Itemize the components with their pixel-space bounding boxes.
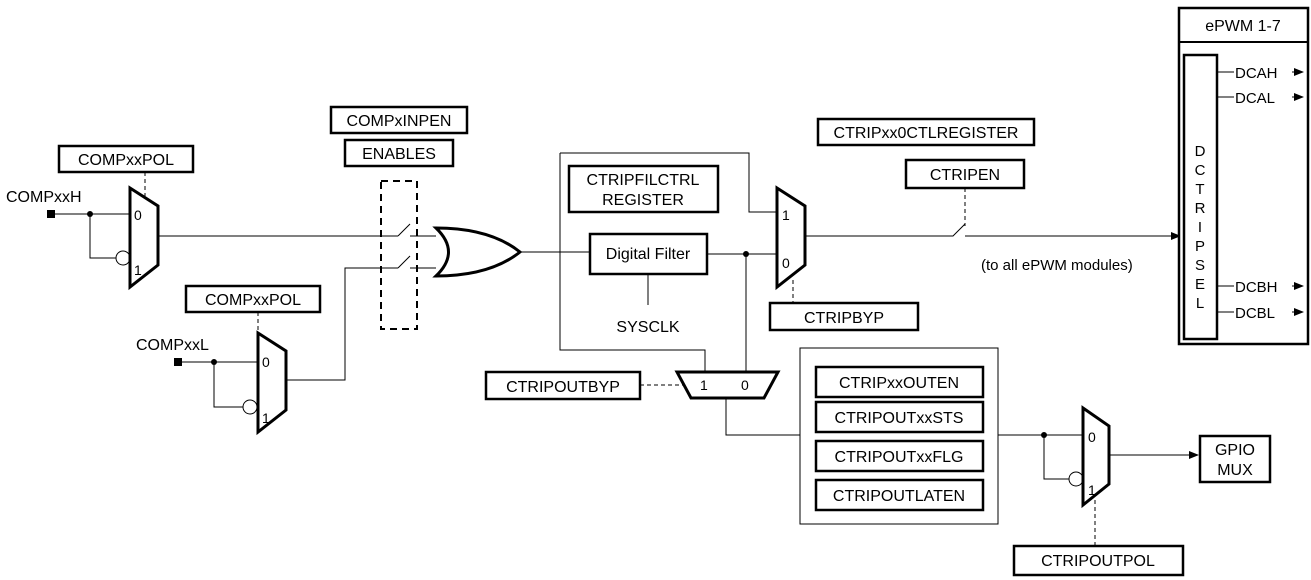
ctripoutxxflg-label: CTRIPOUTxxFLG bbox=[835, 449, 964, 466]
ctripfilctrl-label-line2: REGISTER bbox=[602, 192, 684, 209]
compxxh-input-pin bbox=[47, 210, 55, 218]
dctripsel-letter: I bbox=[1198, 219, 1202, 236]
ctripen-label: CTRIPEN bbox=[930, 167, 1000, 184]
ctripbyp-mux-label-0: 0 bbox=[782, 255, 790, 271]
dctripsel-letter: D bbox=[1195, 143, 1206, 160]
ctripxx0ctlregister-register bbox=[816, 117, 1036, 147]
signal-dcah: DCAH bbox=[1235, 65, 1278, 82]
gpio-mux-label-line2: MUX bbox=[1217, 462, 1253, 479]
compxxh-label: COMPxxH bbox=[6, 189, 82, 206]
ctripbyp-register bbox=[768, 301, 920, 332]
dctripsel-letter: E bbox=[1195, 276, 1205, 293]
out-mux-label-0: 0 bbox=[1088, 429, 1096, 445]
dctripsel-letter: R bbox=[1195, 200, 1206, 217]
mux-high-label-1: 1 bbox=[134, 262, 142, 278]
digital-filter-block bbox=[588, 232, 709, 276]
trip-output-to-epwm bbox=[805, 223, 1180, 236]
enable-switch-high bbox=[397, 223, 424, 237]
compxxpol-low-register bbox=[184, 284, 322, 314]
enables-switch-group bbox=[380, 180, 418, 330]
ctripxxouten-label: CTRIPxxOUTEN bbox=[839, 375, 959, 392]
ctripoutxxflg-register bbox=[814, 439, 985, 473]
dctripsel-letter: L bbox=[1196, 295, 1204, 312]
enables-register bbox=[343, 138, 455, 168]
ctripoutbyp-mux-label-0: 0 bbox=[741, 377, 749, 393]
digital-filter-label: Digital Filter bbox=[606, 246, 691, 263]
ctripoutpol-label: CTRIPOUTPOL bbox=[1041, 553, 1155, 570]
dctripsel-block bbox=[1182, 53, 1219, 341]
mux-low-label-0: 0 bbox=[262, 354, 270, 370]
polarity-mux-low bbox=[256, 330, 288, 436]
or-gate bbox=[432, 226, 523, 278]
compxinpen-register bbox=[329, 105, 469, 135]
enable-switch-low bbox=[397, 255, 424, 269]
dctripsel-letter: P bbox=[1195, 238, 1205, 255]
mux-high-label-0: 0 bbox=[134, 207, 142, 223]
ctripoutpol-mux bbox=[1081, 405, 1111, 509]
ctripoutxxsts-register bbox=[814, 400, 985, 434]
compxxl-label: COMPxxL bbox=[136, 337, 209, 354]
inverter-bubble-out bbox=[1068, 471, 1084, 487]
compxxl-input-pin bbox=[174, 358, 182, 366]
ctripxxouten-register bbox=[814, 365, 985, 399]
epwm-title: ePWM 1-7 bbox=[1205, 18, 1281, 35]
compxxpol-high-label: COMPxxPOL bbox=[78, 152, 174, 169]
to-all-epwm-note: (to all ePWM modules) bbox=[981, 257, 1133, 274]
ctripoutbyp-label: CTRIPOUTBYP bbox=[506, 379, 620, 396]
dctripsel-letter: C bbox=[1195, 162, 1206, 179]
ctripbyp-label: CTRIPBYP bbox=[804, 310, 884, 327]
dctripsel-letter: S bbox=[1195, 257, 1205, 274]
polarity-mux-high bbox=[128, 185, 160, 291]
ctripoutlaten-register bbox=[814, 478, 985, 512]
ctripoutbyp-mux-label-1: 1 bbox=[700, 377, 708, 393]
ctripbyp-mux bbox=[775, 185, 807, 291]
ctripxx0ctlregister-label: CTRIPxx0CTLREGISTER bbox=[834, 125, 1019, 142]
epwm-signal-outputs: DCAH DCAL DCBH DCBL bbox=[1217, 65, 1303, 322]
ctripoutbyp-mux bbox=[674, 370, 781, 400]
dctripsel-letter: T bbox=[1195, 181, 1204, 198]
sysclk-label: SYSCLK bbox=[616, 319, 679, 336]
signal-dcbh: DCBH bbox=[1235, 279, 1278, 296]
ctripfilctrl-register bbox=[567, 164, 720, 214]
ctripoutbyp-register bbox=[484, 370, 642, 401]
inverter-bubble-high bbox=[115, 250, 131, 266]
compxxpol-low-label: COMPxxPOL bbox=[205, 292, 301, 309]
signal-dcbl: DCBL bbox=[1235, 305, 1275, 322]
enables-label: ENABLES bbox=[362, 146, 436, 163]
dctripsel-letters: D C T R I P S E L bbox=[1195, 143, 1206, 312]
mux-low-label-1: 1 bbox=[262, 410, 270, 426]
ctripfilctrl-label-line1: CTRIPFILCTRL bbox=[587, 172, 700, 189]
compxxpol-high-register bbox=[57, 144, 195, 174]
ctripbyp-mux-label-1: 1 bbox=[782, 207, 790, 223]
ctripoutxxsts-label: CTRIPOUTxxSTS bbox=[835, 410, 964, 427]
out-mux-label-1: 1 bbox=[1088, 482, 1096, 498]
ctripoutpol-register bbox=[1012, 544, 1185, 577]
gpio-mux-block bbox=[1198, 434, 1272, 484]
signal-dcal: DCAL bbox=[1235, 90, 1275, 107]
ctripoutlaten-label: CTRIPOUTLATEN bbox=[833, 488, 965, 505]
ctripen-register bbox=[904, 158, 1026, 190]
gpio-mux-label-line1: GPIO bbox=[1215, 442, 1255, 459]
inverter-bubble-low bbox=[242, 399, 258, 415]
compxinpen-label: COMPxINPEN bbox=[347, 113, 452, 130]
